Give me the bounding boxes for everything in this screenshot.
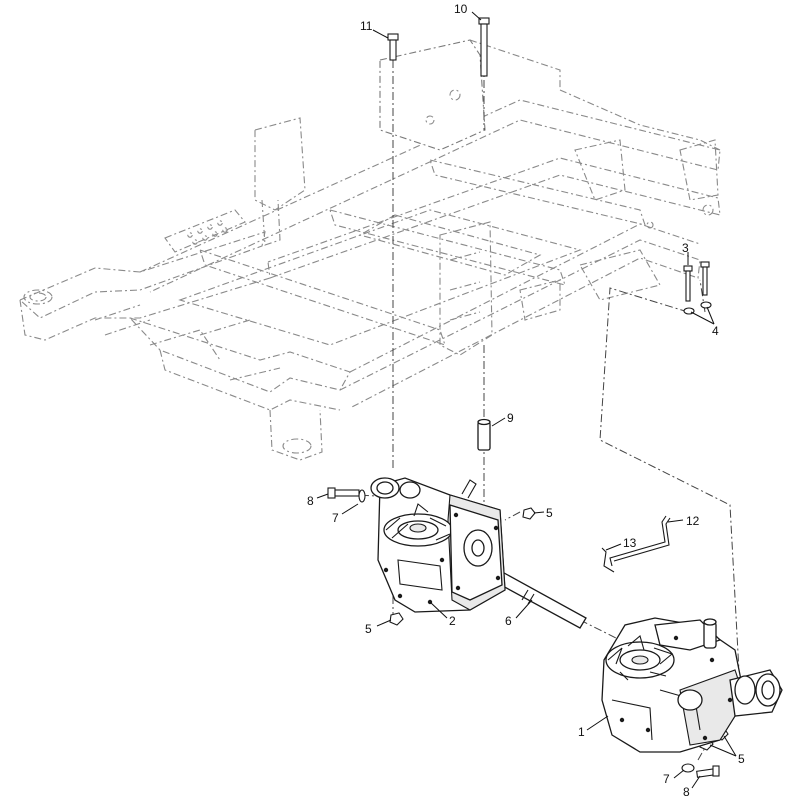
callout-11: 11 <box>360 19 373 33</box>
callout-13: 13 <box>623 536 637 550</box>
callout-5-right: 5 <box>738 752 745 766</box>
bolt-11-icon <box>387 33 399 61</box>
callout-9: 9 <box>507 411 514 425</box>
transaxle-left <box>370 477 506 613</box>
callout-12: 12 <box>686 514 700 528</box>
callout-10: 10 <box>454 2 468 16</box>
bolt-3-icon <box>683 261 710 302</box>
housing-bolts-right <box>619 635 733 741</box>
rod-13-icon <box>601 547 615 573</box>
rod-12-icon <box>609 515 671 567</box>
chassis-frame <box>18 39 721 461</box>
housing-bolts <box>383 512 501 605</box>
transaxle-right <box>601 617 783 753</box>
callout-8-lower: 8 <box>683 785 690 799</box>
callout-8-upper: 8 <box>307 494 314 508</box>
callout-2: 2 <box>449 614 456 628</box>
pad-holes <box>187 220 228 245</box>
callout-7-upper: 7 <box>332 511 339 525</box>
callout-5-upper: 5 <box>546 506 553 520</box>
bolt-8-upper-icon <box>327 487 366 503</box>
callout-5-left: 5 <box>365 622 372 636</box>
callout-3: 3 <box>682 241 689 255</box>
callout-7-lower: 7 <box>663 772 670 786</box>
callout-leaders <box>316 11 737 789</box>
washer-7-lower-icon <box>681 763 695 773</box>
callout-labels: 11 10 3 4 9 8 7 5 12 13 5 2 6 1 5 7 8 <box>307 2 745 799</box>
bolt-8-lower-icon <box>696 765 720 778</box>
bolt-10-icon <box>478 17 490 77</box>
callout-6: 6 <box>505 614 512 628</box>
callout-4: 4 <box>712 324 719 338</box>
spacer-9-icon <box>477 418 491 451</box>
callout-1: 1 <box>578 725 585 739</box>
